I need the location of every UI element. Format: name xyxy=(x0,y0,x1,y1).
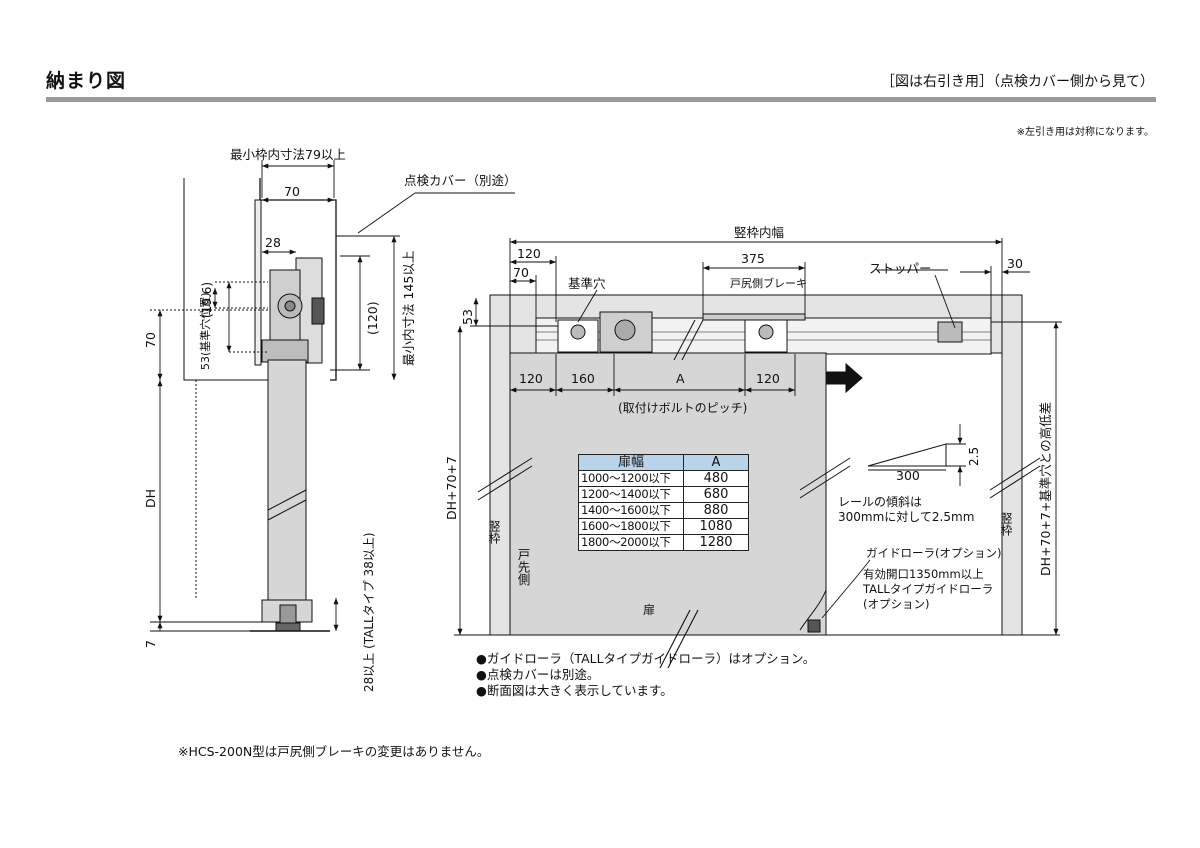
dim-53-front: 53 xyxy=(460,309,475,325)
table-cell: 1080 xyxy=(683,518,749,535)
table-cell: 1280 xyxy=(683,534,749,551)
stopper-label: ストッパー xyxy=(869,261,932,276)
dim-70-top: 70 xyxy=(284,184,300,199)
dim-160: 160 xyxy=(571,371,595,386)
dim-70-left: 70 xyxy=(143,332,158,348)
tail-brake xyxy=(702,313,806,321)
tall-note-2: TALLタイプガイドローラ xyxy=(862,582,993,596)
table-cell: 680 xyxy=(683,486,749,503)
frame-inner-width-label: 竪枠内幅 xyxy=(734,225,784,240)
dim-120-left: 120 xyxy=(519,371,543,386)
stopper xyxy=(937,321,963,343)
dim-a: A xyxy=(676,371,685,386)
door-label: 扉 xyxy=(643,603,655,617)
dim-120: (120) xyxy=(365,301,380,335)
table-header-width: 扉幅 xyxy=(578,454,684,471)
dim-dh-right: DH+70+7+基準穴との高低差 xyxy=(1038,402,1053,576)
dim-120-right: 120 xyxy=(756,371,780,386)
tail-brake-label: 戸尻側ブレーキ xyxy=(730,276,807,290)
footnote: ※HCS-200N型は戸尻側ブレーキの変更はありません。 xyxy=(178,744,490,759)
symmetry-note: ※左引き用は対称になります。 xyxy=(1016,127,1154,138)
table-cell: 1600〜1800以下 xyxy=(578,518,684,535)
table-cell: 1200〜1400以下 xyxy=(578,486,684,503)
page-title: 納まり図 xyxy=(46,70,127,92)
side-frame-outline xyxy=(183,178,268,381)
table-cell: 480 xyxy=(683,470,749,487)
guide-roller xyxy=(807,619,821,633)
dim-28: 28 xyxy=(265,235,281,250)
dim-dh: DH xyxy=(143,489,158,508)
table-cell: 1800〜2000以下 xyxy=(578,534,684,551)
frame-right-label: 竪枠 xyxy=(999,512,1013,536)
dim-28-38-tall: 28以上 (TALLタイプ 38以上) xyxy=(362,532,376,692)
notes-list: ●ガイドローラ（TALLタイプガイドローラ）はオプション。 ●点検カバーは別途。… xyxy=(476,651,815,699)
min-inner-145-label: 最小内寸法 145以上 xyxy=(401,251,416,366)
dim-120-top: 120 xyxy=(517,246,541,261)
dim-30: 30 xyxy=(1007,256,1023,271)
door-edge-label: 戸先側 xyxy=(516,548,531,586)
note-item: ●ガイドローラ（TALLタイプガイドローラ）はオプション。 xyxy=(476,651,816,666)
header-rule xyxy=(46,97,1156,102)
note-item: ●点検カバーは別途。 xyxy=(476,667,600,682)
table-cell: 1000〜1200以下 xyxy=(578,470,684,487)
dim-53-ref: 53(基準穴位置) xyxy=(198,292,212,370)
dim-375: 375 xyxy=(741,251,765,266)
dim-7: 7 xyxy=(143,640,158,648)
slope-300: 300 xyxy=(896,468,920,483)
bolt-pitch-label: (取付けボルトのピッチ) xyxy=(618,401,747,415)
slope-note-1: レールの傾斜は xyxy=(838,495,922,509)
guide-roller-label: ガイドローラ(オプション) xyxy=(866,546,1001,560)
table-cell: 880 xyxy=(683,502,749,519)
inspection-cover-label: 点検カバー（別途） xyxy=(404,173,517,188)
dim-dh-70-7: DH+70+7 xyxy=(444,456,459,520)
slope-note-2: 300mmに対して2.5mm xyxy=(838,510,974,524)
ref-hole-label: 基準穴 xyxy=(568,276,606,291)
note-item: ●断面図は大きく表示しています。 xyxy=(476,683,673,698)
side-door-panel xyxy=(267,359,307,601)
tall-note-3: (オプション) xyxy=(863,597,929,611)
frame-left-label: 竪枠 xyxy=(487,520,501,544)
side-view xyxy=(183,178,337,632)
page-subtitle: ［図は右引き用］（点検カバー側から見て） xyxy=(881,74,1154,90)
dim-70-front: 70 xyxy=(513,265,529,280)
slope-2-5: 2.5 xyxy=(967,447,981,466)
front-view xyxy=(477,294,1041,669)
tall-note-1: 有効開口1350mm以上 xyxy=(863,567,984,581)
table-header-a: A xyxy=(683,454,749,471)
min-frame-inner-label: 最小枠内寸法79以上 xyxy=(230,147,346,162)
table-cell: 1400〜1600以下 xyxy=(578,502,684,519)
dim-19-6: (19.6) xyxy=(200,282,214,318)
